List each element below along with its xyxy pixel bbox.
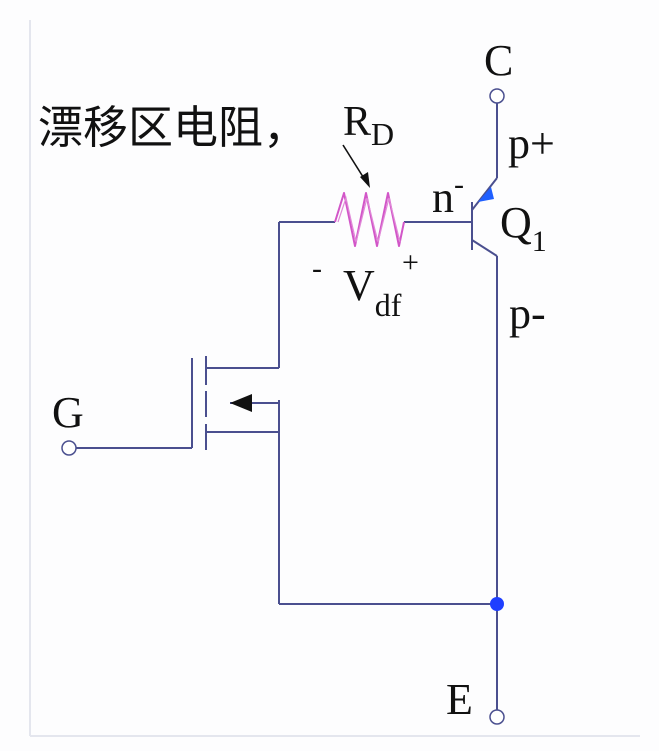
bjt-emitter-arrow — [478, 187, 494, 202]
resistor-symbol: R — [343, 99, 371, 145]
p-plus-label: p+ — [508, 119, 555, 168]
rd-pointer-line — [342, 144, 366, 181]
gate-terminal — [61, 440, 77, 456]
mosfet-body-arrow — [230, 394, 252, 412]
vdf-minus-sign: - — [312, 252, 322, 285]
vdf-plus-sign: + — [402, 246, 419, 279]
n-minus-base: n — [432, 173, 454, 222]
drift-resistance-title: 漂移区电阻， — [38, 101, 308, 154]
collector-terminal — [489, 88, 505, 104]
n-minus-superscript: - — [454, 168, 464, 201]
emitter-terminal — [489, 709, 505, 725]
vdf-symbol: V — [343, 261, 375, 310]
collector-label: C — [484, 36, 513, 85]
drift-resistor — [334, 192, 405, 247]
vdf-subscript: df — [375, 287, 402, 323]
circuit-wires — [76, 103, 498, 710]
transistor-symbol: Q — [500, 198, 532, 247]
emitter-junction-dot — [490, 597, 504, 611]
rd-pointer-arrowhead — [360, 172, 370, 188]
resistor-subscript: D — [371, 116, 394, 152]
p-minus-label: p- — [509, 289, 546, 338]
transistor-label: Q1 — [500, 198, 547, 258]
emitter-label: E — [446, 675, 473, 724]
vdf-label: Vdf — [343, 261, 402, 323]
resistor-label: RD — [343, 99, 394, 152]
bjt-collector-leg — [471, 239, 498, 257]
bjt-emitter-leg — [471, 177, 498, 211]
transistor-subscript: 1 — [532, 225, 547, 258]
gate-label: G — [52, 388, 84, 437]
n-minus-label: n- — [432, 168, 464, 222]
drift-resistor-inner — [337, 195, 401, 243]
